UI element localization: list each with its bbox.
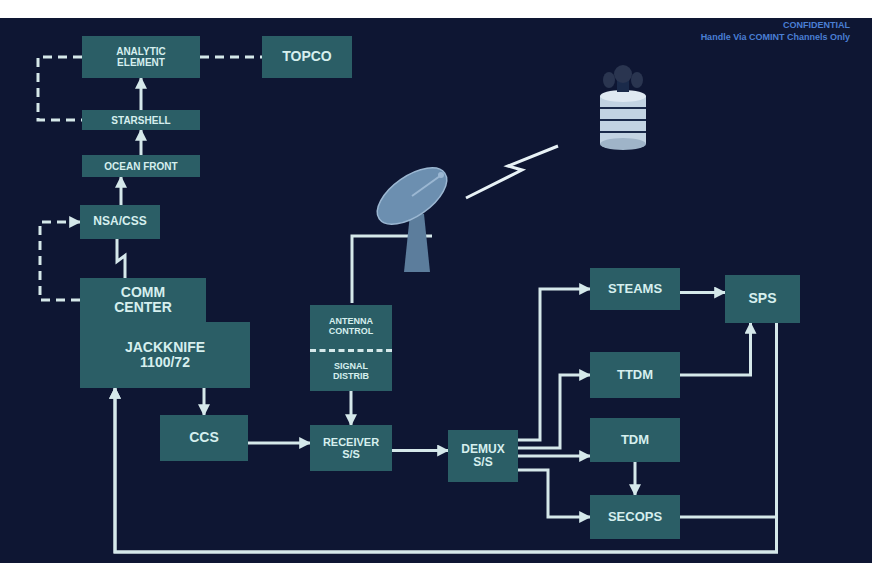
process-box: COMM CENTER [80,278,206,322]
box-label: SPS [748,291,776,306]
box-label: COMM CENTER [93,285,193,316]
process-box: STARSHELL [82,110,200,130]
box-label: SIGNAL DISTRIB [316,362,386,382]
process-box: JACKKNIFE 1100/72 [80,322,250,388]
connector-arrow [634,462,637,495]
box-label: NSA/CSS [93,215,146,228]
connector-arrow [203,388,206,415]
process-box: SECOPS [590,495,680,539]
process-box: NSA/CSS [80,205,160,239]
dashed-connector [38,57,82,120]
dashed-connector [40,222,80,300]
box-label: STEAMS [608,282,662,296]
box-label: OCEAN FRONT [104,161,177,172]
box-label: TTDM [617,368,653,382]
process-box: TTDM [590,352,680,398]
connector-arrow [680,323,751,375]
process-box: ANALYTIC ELEMENT [82,36,200,78]
satellite [600,65,646,150]
connector-arrow [120,177,123,205]
process-box: SPS [725,275,800,323]
connector-arrow [248,442,310,445]
box-label: TOPCO [282,49,332,64]
process-box: ANTENNA CONTROL [310,305,392,349]
connector-arrow [680,291,725,294]
box-label: ANTENNA CONTROL [316,317,386,337]
connector-arrow [140,78,143,110]
box-label: DEMUX S/S [455,443,511,469]
classification-marking: Handle Via COMINT Channels Only [701,32,850,42]
antenna-pedestal [404,214,430,272]
box-label: TDM [621,433,649,447]
connector-arrow [518,470,590,517]
process-box: TOPCO [262,36,352,78]
connector-arrow [115,388,777,552]
box-label: STARSHELL [111,115,170,126]
process-box: RECEIVER S/S [310,425,392,471]
box-label: ANALYTIC ELEMENT [95,46,187,68]
classification-marking: CONFIDENTIAL [783,20,850,30]
connector-arrow [350,391,353,425]
box-label: JACKKNIFE 1100/72 [115,340,215,371]
process-box: OCEAN FRONT [82,155,200,177]
dashed-connector [200,56,262,59]
process-box: SIGNAL DISTRIB [310,349,392,391]
process-box: STEAMS [590,268,680,310]
connector-arrow [392,449,448,452]
antenna-dish [368,157,456,236]
box-label: SECOPS [608,510,662,524]
connector-arrow [117,239,125,278]
process-box: DEMUX S/S [448,430,518,482]
connector-arrow [518,375,590,448]
box-label: RECEIVER S/S [318,436,384,460]
radio-link [466,146,558,198]
process-box: TDM [590,418,680,462]
connector-arrow [518,289,590,440]
process-box: CCS [160,415,248,461]
box-label: CCS [189,430,219,445]
connector-arrow [140,130,143,155]
connector-arrow [518,455,590,458]
